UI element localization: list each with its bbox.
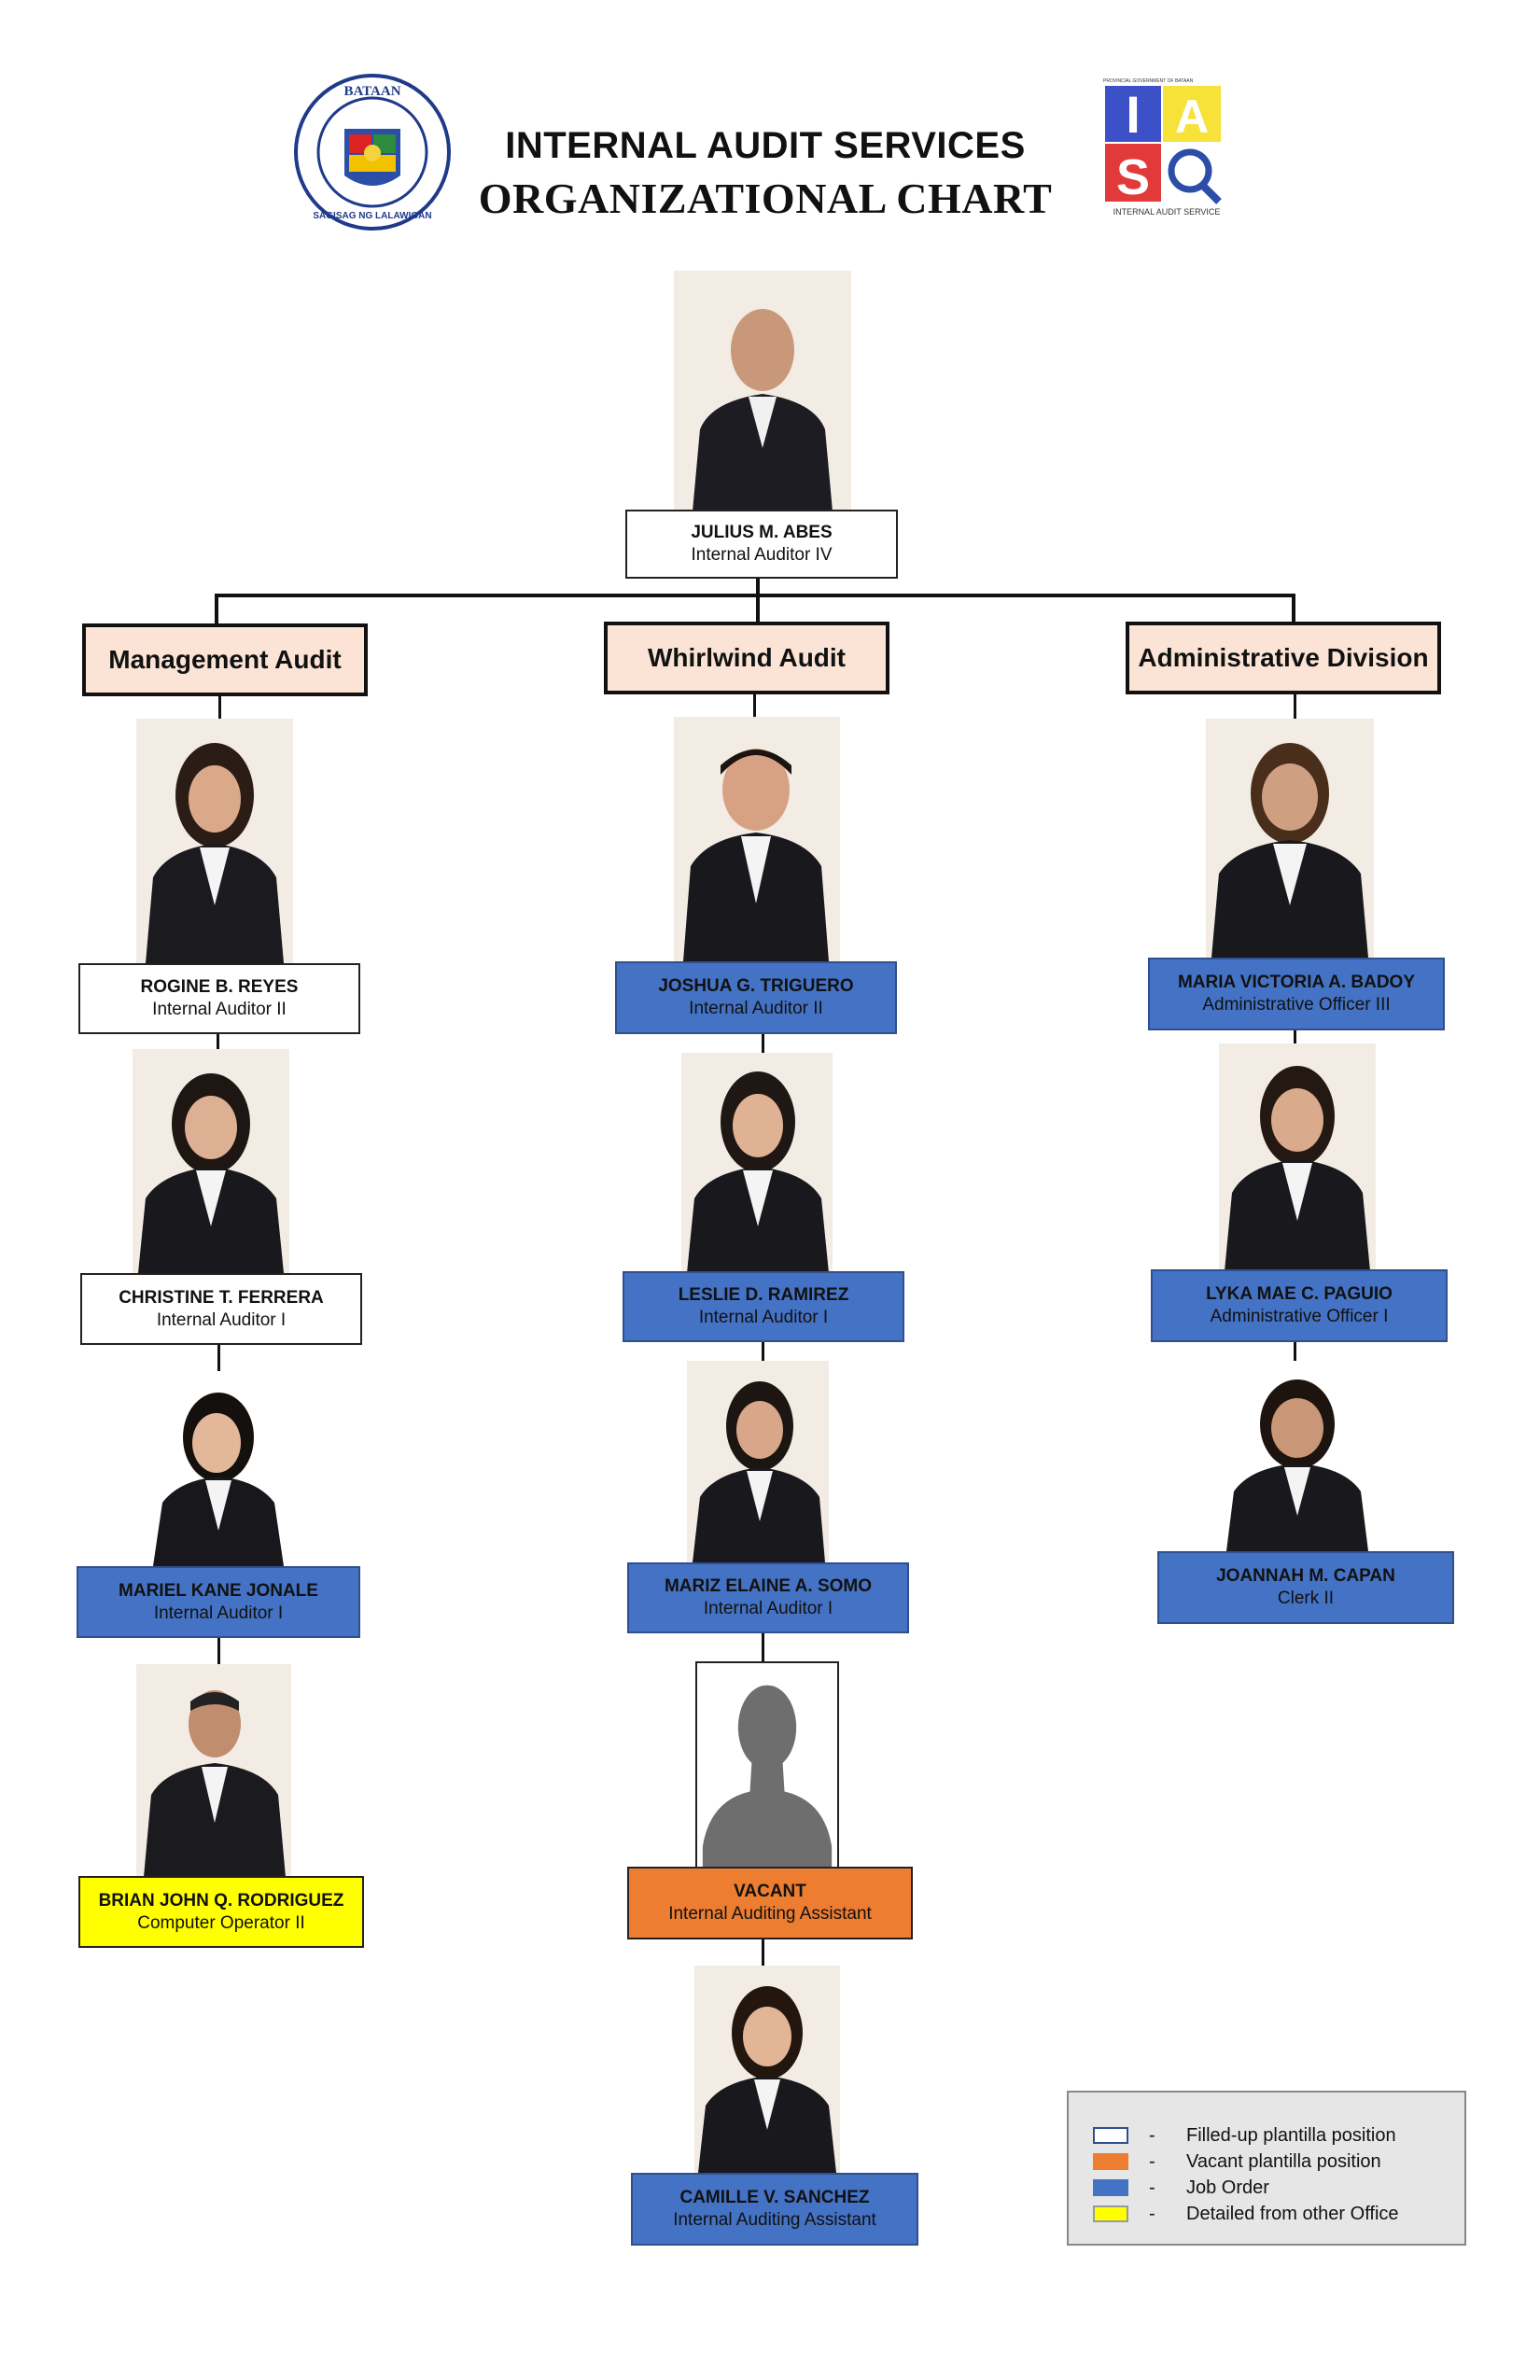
- member-card: JOSHUA G. TRIGUERO Internal Auditor II: [615, 961, 897, 1034]
- member-photo: [674, 717, 840, 961]
- chart-title-line1: INTERNAL AUDIT SERVICES: [505, 125, 1026, 166]
- division-management-audit: Management Audit: [82, 623, 368, 696]
- legend-item: - Vacant plantilla position: [1093, 2150, 1381, 2173]
- member-name: JOANNAH M. CAPAN: [1216, 1566, 1395, 1587]
- member-position: Internal Auditor I: [156, 1309, 287, 1330]
- member-photo: [681, 1053, 833, 1273]
- division-label: Whirlwind Audit: [647, 643, 847, 672]
- head-photo: [674, 271, 851, 511]
- division-whirlwind-audit: Whirlwind Audit: [604, 622, 889, 694]
- head-position: Internal Auditor IV: [691, 545, 833, 565]
- member-card: MARIA VICTORIA A. BADOY Administrative O…: [1148, 958, 1445, 1030]
- legend-label: Filled-up plantilla position: [1186, 2124, 1396, 2146]
- member-name: VACANT: [734, 1882, 806, 1902]
- legend-dash: -: [1149, 2124, 1155, 2146]
- ias-logo-bottom-text: INTERNAL AUDIT SERVICE: [1113, 207, 1221, 217]
- legend-item: - Detailed from other Office: [1093, 2203, 1399, 2225]
- legend-label: Job Order: [1186, 2177, 1269, 2198]
- member-position: Computer Operator II: [137, 1912, 305, 1933]
- member-name: CAMILLE V. SANCHEZ: [679, 2188, 870, 2208]
- legend-swatch: [1093, 2127, 1128, 2144]
- seal-top-text: BATAAN: [343, 84, 400, 99]
- legend-label: Detailed from other Office: [1186, 2203, 1399, 2224]
- seal-bottom-text: SAGISAG NG LALAWIGAN: [313, 211, 431, 221]
- member-card: MARIEL KANE JONALE Internal Auditor I: [77, 1566, 360, 1638]
- svg-text:S: S: [1116, 149, 1150, 205]
- legend: - Filled-up plantilla position - Vacant …: [1067, 2091, 1466, 2246]
- member-position: Internal Auditor I: [698, 1308, 829, 1327]
- legend-swatch: [1093, 2205, 1128, 2222]
- legend-dash: -: [1149, 2177, 1155, 2198]
- member-photo: [1206, 719, 1374, 958]
- member-card: BRIAN JOHN Q. RODRIGUEZ Computer Operato…: [78, 1876, 364, 1948]
- member-photo: [147, 1372, 287, 1566]
- member-photo: [1219, 1043, 1376, 1271]
- member-name: LESLIE D. RAMIREZ: [678, 1285, 849, 1306]
- chart-title-line2: ORGANIZATIONAL CHART: [478, 175, 1053, 222]
- legend-swatch: [1093, 2153, 1128, 2170]
- legend-dash: -: [1149, 2203, 1155, 2224]
- svg-text:A: A: [1175, 91, 1209, 143]
- member-card: CHRISTINE T. FERRERA Internal Auditor I: [80, 1273, 362, 1345]
- member-card: ROGINE B. REYES Internal Auditor II: [78, 963, 360, 1034]
- member-photo: [136, 719, 293, 963]
- member-name: CHRISTINE T. FERRERA: [119, 1287, 324, 1308]
- ias-logo-top-text: PROVINCIAL GOVERNMENT OF BATAAN: [1103, 78, 1194, 84]
- member-name: MARIA VICTORIA A. BADOY: [1177, 973, 1416, 993]
- member-photo: [694, 1966, 840, 2173]
- member-position: Internal Auditor II: [689, 999, 823, 1018]
- division-administrative: Administrative Division: [1126, 622, 1441, 694]
- vacant-silhouette: [695, 1661, 839, 1869]
- member-photo: [1223, 1361, 1372, 1551]
- member-position: Administrative Officer III: [1202, 995, 1391, 1015]
- member-position: Internal Auditor II: [152, 1000, 287, 1019]
- member-position: Administrative Officer I: [1210, 1307, 1389, 1326]
- member-name: MARIZ ELAINE A. SOMO: [664, 1576, 873, 1597]
- legend-item: - Job Order: [1093, 2177, 1269, 2199]
- head-name: JULIUS M. ABES: [691, 523, 833, 543]
- member-photo: [133, 1049, 289, 1273]
- member-card: VACANT Internal Auditing Assistant: [627, 1867, 913, 1939]
- legend-dash: -: [1149, 2150, 1155, 2172]
- division-label: Administrative Division: [1138, 643, 1429, 672]
- member-photo: [136, 1664, 291, 1877]
- legend-item: - Filled-up plantilla position: [1093, 2124, 1396, 2147]
- member-name: MARIEL KANE JONALE: [119, 1580, 318, 1601]
- member-photo: [687, 1361, 829, 1562]
- svg-text:I: I: [1126, 85, 1141, 144]
- bataan-seal-logo: BATAAN SAGISAG NG LALAWIGAN: [291, 73, 454, 231]
- member-card: JOANNAH M. CAPAN Clerk II: [1157, 1551, 1454, 1624]
- ias-logo: PROVINCIAL GOVERNMENT OF BATAAN I A S IN…: [1101, 75, 1232, 220]
- member-position: Internal Auditor I: [703, 1599, 833, 1618]
- division-label: Management Audit: [108, 645, 342, 674]
- member-name: JOSHUA G. TRIGUERO: [658, 976, 854, 997]
- member-card: CAMILLE V. SANCHEZ Internal Auditing Ass…: [631, 2173, 918, 2246]
- member-position: Internal Auditor I: [153, 1603, 284, 1623]
- member-name: BRIAN JOHN Q. RODRIGUEZ: [98, 1890, 344, 1911]
- member-position: Internal Auditing Assistant: [673, 2210, 876, 2230]
- member-card: MARIZ ELAINE A. SOMO Internal Auditor I: [627, 1562, 909, 1633]
- head-card: JULIUS M. ABES Internal Auditor IV: [625, 510, 898, 579]
- legend-swatch: [1093, 2179, 1128, 2196]
- member-position: Internal Auditing Assistant: [668, 1904, 872, 1924]
- member-card: LESLIE D. RAMIREZ Internal Auditor I: [623, 1271, 904, 1342]
- member-name: LYKA MAE C. PAGUIO: [1206, 1284, 1393, 1305]
- member-name: ROGINE B. REYES: [140, 977, 299, 998]
- member-position: Clerk II: [1277, 1589, 1335, 1608]
- member-card: LYKA MAE C. PAGUIO Administrative Office…: [1151, 1269, 1448, 1342]
- legend-label: Vacant plantilla position: [1186, 2150, 1381, 2172]
